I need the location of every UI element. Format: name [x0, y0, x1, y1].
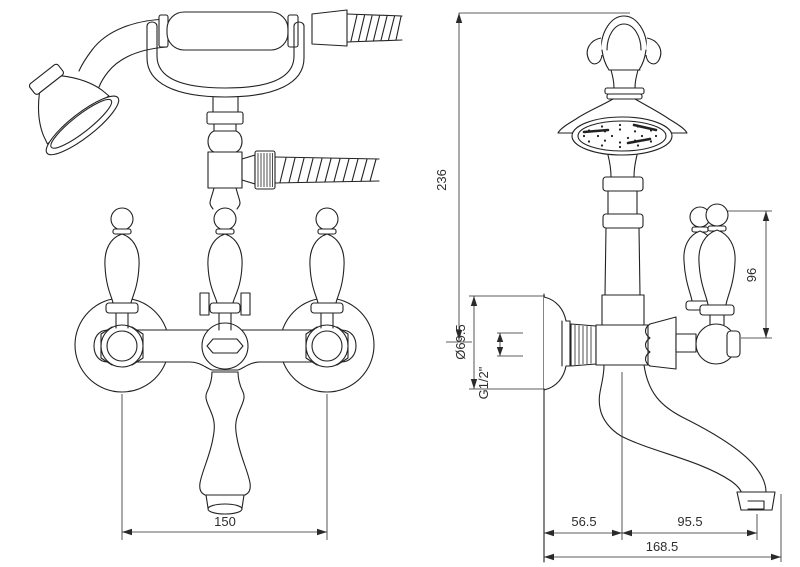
- spray-face-slots: [582, 123, 658, 145]
- union-nut-left: [100, 324, 144, 368]
- dim-96-label: 96: [744, 268, 759, 282]
- dim-56-5-label: 56.5: [571, 514, 596, 529]
- hose-connector-cone: [311, 9, 348, 47]
- shower-hose-top: [346, 13, 403, 43]
- center-boss: [201, 322, 249, 370]
- dim-56-5: 56.5: [544, 372, 623, 540]
- cradle-fork: [146, 21, 305, 98]
- dim-flange-diameter: Ø69.5: [453, 295, 545, 390]
- dim-150: 150: [121, 394, 328, 540]
- lever-handle-left: [104, 207, 140, 329]
- dim-thread: G1/2": [476, 332, 523, 399]
- tub-spout-side: [598, 364, 776, 511]
- handshower-head: [28, 63, 120, 156]
- handshower-grip: [158, 11, 299, 51]
- shower-hose-mid: [274, 156, 380, 184]
- handshower-side: [557, 69, 688, 156]
- handshower-arm: [78, 18, 168, 88]
- cradle-hook-side: [586, 15, 662, 71]
- riser-column: [206, 96, 244, 210]
- dim-95-5-label: 95.5: [677, 514, 702, 529]
- tub-spout-front: [199, 371, 251, 515]
- dim-diameter-label: Ø69.5: [453, 324, 468, 359]
- dim-168-5: 168.5: [544, 494, 782, 562]
- riser-column-side: [595, 154, 649, 366]
- dim-236: 236: [434, 12, 630, 343]
- lever-handle-right: [309, 207, 345, 329]
- diverter-knob: [254, 150, 276, 190]
- lever-pivot-ball: [695, 323, 741, 365]
- dim-thread-label: G1/2": [476, 366, 491, 399]
- diverter-cone-side: [644, 316, 697, 370]
- diverter-outlet: [241, 154, 256, 185]
- side-view: 236 Ø69.5 G1/2" 96: [434, 12, 782, 563]
- diverter-handle-center: [199, 207, 251, 331]
- wall-escutcheon-side: [543, 296, 571, 391]
- dim-150-label: 150: [214, 514, 236, 529]
- front-view: 150: [28, 9, 403, 540]
- mixer-body-side: [595, 324, 649, 366]
- thread-nipple: [570, 323, 597, 367]
- dim-236-label: 236: [434, 169, 449, 191]
- dim-95-5: 95.5: [622, 514, 758, 540]
- dim-96: 96: [727, 210, 772, 339]
- dim-168-5-label: 168.5: [646, 539, 679, 554]
- union-nut-right: [305, 324, 349, 368]
- lever-handle-front: [698, 203, 736, 326]
